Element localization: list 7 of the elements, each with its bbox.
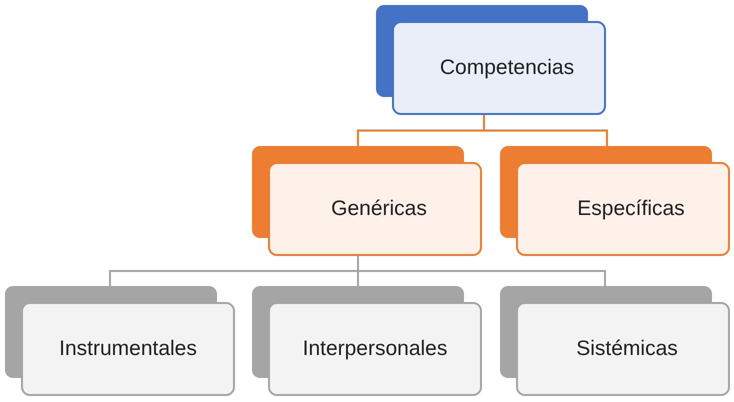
category-label: Competencias [438, 56, 574, 80]
category-label: Instrumentales [59, 337, 197, 361]
category-label: Sistémicas [575, 337, 678, 361]
category-label: Interpersonales [302, 337, 448, 361]
connector-line [357, 256, 606, 286]
category-label: Específicas [576, 197, 685, 221]
category-label: Genéricas [330, 197, 427, 221]
